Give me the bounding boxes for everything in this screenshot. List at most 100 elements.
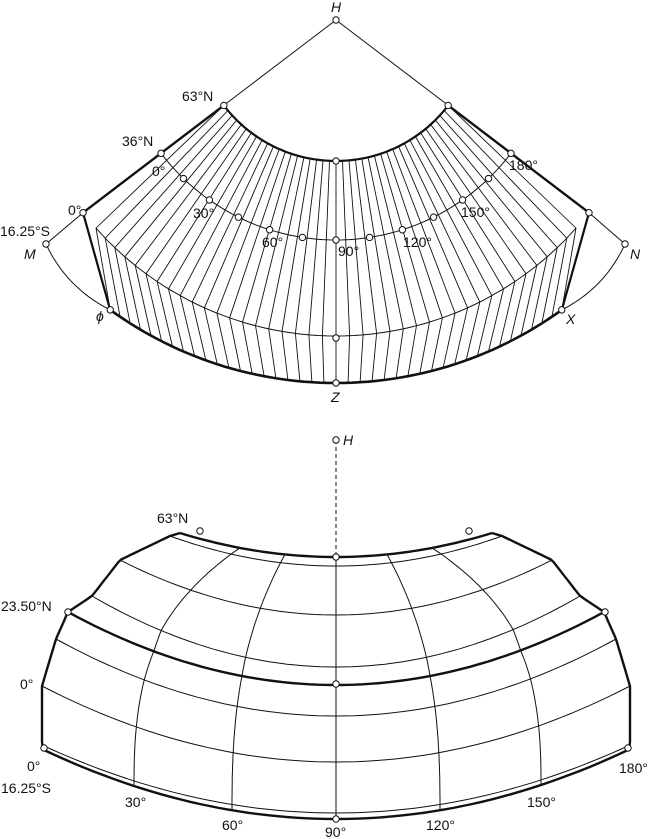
label-bottom-60: 60° — [222, 817, 243, 833]
construction-point — [558, 306, 566, 314]
construction-point — [332, 16, 340, 24]
graticule-point — [332, 815, 340, 823]
longitude-point — [332, 236, 340, 244]
edge-right-lower — [560, 212, 591, 311]
meridian-strip-line — [134, 124, 242, 336]
meridian-strip-line — [354, 159, 378, 382]
label-bottom-30: 30° — [125, 794, 146, 810]
label-top-180: 180° — [509, 157, 538, 173]
label-top-16s: 16.25°S — [0, 223, 50, 239]
meridian-line — [386, 554, 441, 811]
graticule-point — [196, 527, 204, 535]
longitude-point — [484, 174, 493, 183]
label-bottom-150: 150° — [527, 794, 556, 810]
label-top-0-inner: 0° — [152, 163, 165, 179]
edge-right-upper — [447, 104, 590, 214]
longitude-point — [365, 233, 374, 242]
meridian-strip-line — [380, 153, 430, 374]
graticule-point — [332, 680, 340, 688]
meridian-strip-line — [321, 160, 330, 383]
longitude-point — [298, 233, 307, 242]
label-bottom-0-lat: 0° — [20, 676, 33, 692]
construction-point — [332, 157, 340, 165]
label-bottom-90: 90° — [325, 824, 346, 839]
graticule-point — [624, 744, 632, 752]
construction-point — [42, 240, 50, 248]
label-top-0-outer: 0° — [68, 202, 81, 218]
meridian-strip-line — [156, 132, 252, 347]
longitude-point — [234, 213, 243, 221]
apex-line-right — [335, 19, 449, 106]
longitude-point — [157, 149, 165, 158]
label-top-n: N — [630, 246, 641, 262]
graticule-point — [332, 436, 340, 444]
graticule-point — [465, 527, 473, 535]
graticule-point — [601, 608, 609, 616]
apex-line-left — [223, 19, 337, 106]
construction-point — [106, 306, 114, 314]
line-to-n — [588, 212, 626, 245]
label-bottom-120: 120° — [426, 817, 455, 833]
construction-point — [332, 379, 340, 387]
construction-point — [332, 334, 340, 342]
label-bottom-h: H — [343, 432, 354, 448]
label-top-63n: 63°N — [182, 88, 213, 104]
top-figure-construction — [42, 16, 629, 387]
meridian-strip-line — [145, 128, 247, 342]
construction-point — [585, 209, 593, 217]
longitude-point — [205, 196, 214, 204]
label-top-z: Z — [330, 389, 340, 405]
longitude-point — [429, 213, 438, 221]
meridian-strip-line — [367, 157, 404, 379]
meridian-strip-line — [294, 159, 318, 382]
construction-point — [220, 101, 228, 110]
edge-left-lower — [81, 212, 112, 311]
label-top-h: H — [331, 0, 342, 15]
label-bottom-180: 180° — [619, 760, 648, 776]
label-top-120: 120° — [403, 234, 432, 250]
meridian-strip-line — [348, 160, 364, 383]
label-top-x: X — [565, 311, 576, 327]
construction-point — [79, 209, 87, 217]
label-bottom-0-lon: 0° — [27, 758, 40, 774]
meridian-strip-line — [342, 160, 351, 383]
label-top-phi: ϕ — [96, 308, 104, 324]
longitude-point — [458, 196, 467, 204]
meridian-strip-line — [308, 160, 324, 383]
arc-n-x — [561, 243, 626, 311]
label-bottom-16s: 16.25°S — [1, 780, 51, 796]
meridian-line — [133, 547, 241, 786]
longitude-point — [507, 149, 515, 158]
label-top-60: 60° — [262, 234, 283, 250]
construction-point — [444, 101, 452, 110]
edge-left-upper — [82, 104, 225, 214]
label-top-150: 150° — [461, 204, 490, 220]
meridian-line — [431, 547, 542, 785]
meridian-strip-line — [268, 157, 305, 379]
meridian-strip-line — [255, 155, 299, 377]
label-top-36n: 36°N — [122, 133, 153, 149]
bottom-figure-graticule — [40, 436, 632, 823]
longitude-point — [398, 226, 407, 234]
label-top-90: 90° — [338, 243, 359, 259]
label-bottom-63n: 63°N — [157, 510, 188, 526]
longitude-point — [265, 226, 274, 234]
label-bottom-23n: 23.50°N — [1, 598, 52, 614]
meridian-strip-line — [420, 132, 516, 347]
arc-m-phi — [45, 243, 111, 311]
construction-point — [621, 240, 629, 248]
meridian-strip-line — [361, 158, 391, 381]
meridian-strip-line — [281, 158, 311, 381]
meridian-strip-line — [373, 155, 417, 377]
meridian-strip-line — [242, 153, 292, 374]
graticule-point — [40, 744, 48, 752]
graticule-point — [64, 608, 72, 616]
longitude-point — [179, 174, 188, 183]
line-to-m — [45, 212, 84, 245]
inner-arc-63n — [222, 104, 450, 163]
graticule-point — [332, 553, 340, 561]
meridian-line — [231, 554, 286, 811]
label-top-m: M — [24, 246, 36, 262]
